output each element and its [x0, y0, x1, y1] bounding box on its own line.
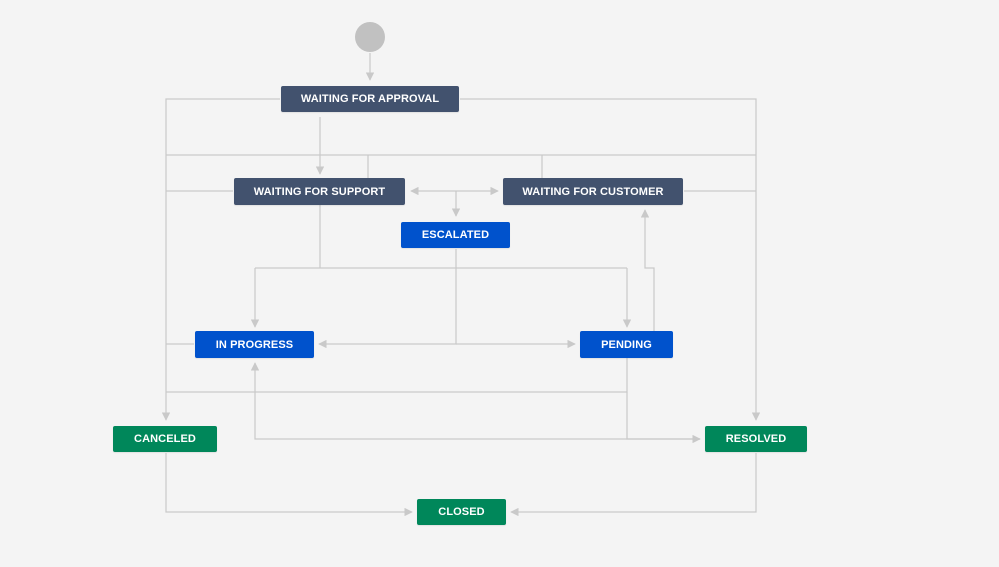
transition-pending-to-canceled — [166, 358, 628, 393]
transition-approval-to-canceled — [161, 98, 280, 421]
transition-pending-to-customer — [640, 209, 655, 331]
state-waiting-for-approval[interactable]: WAITING FOR APPROVAL — [281, 86, 459, 112]
state-canceled[interactable]: CANCELED — [113, 426, 217, 452]
state-in-progress[interactable]: IN PROGRESS — [195, 331, 314, 358]
state-resolved[interactable]: RESOLVED — [705, 426, 807, 452]
start-node[interactable] — [355, 22, 385, 52]
transition-customer-loop — [367, 155, 543, 178]
transition-pending-to-resolved — [626, 392, 701, 444]
transition-resolved-to-in-progress — [250, 362, 700, 440]
transition-resolved-to-closed — [510, 453, 757, 517]
transition-canceled-to-closed — [165, 453, 413, 517]
state-pending[interactable]: PENDING — [580, 331, 673, 358]
transition-escalated-to-in-progress — [318, 249, 457, 349]
transition-approval-to-resolved — [460, 98, 761, 421]
state-escalated[interactable]: ESCALATED — [401, 222, 510, 248]
state-waiting-for-support[interactable]: WAITING FOR SUPPORT — [234, 178, 405, 205]
state-closed[interactable]: CLOSED — [417, 499, 506, 525]
state-waiting-for-customer[interactable]: WAITING FOR CUSTOMER — [503, 178, 683, 205]
